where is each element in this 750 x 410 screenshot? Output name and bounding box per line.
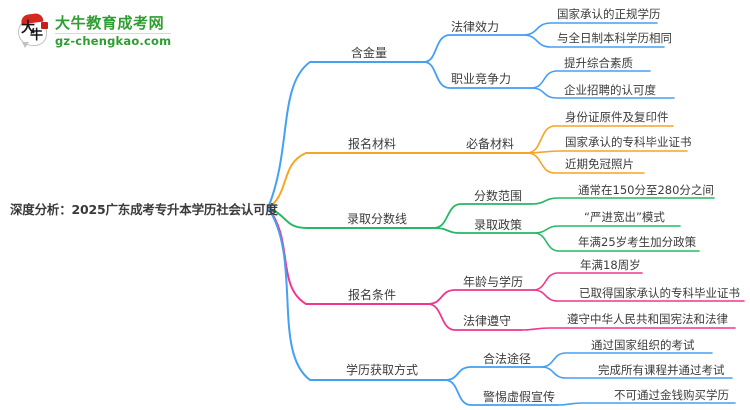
node-beware-false-ads: 警惕虚假宣传 [483,390,556,404]
leaf-improve-quality: 提升综合素质 [564,56,633,70]
node-score-range: 分数范围 [474,189,523,203]
leaf-no-money-purchase: 不可通过金钱购买学历 [614,388,729,402]
leaf-age25-bonus: 年满25岁考生加分政策 [578,235,697,249]
root-topic: 深度分析：2025广东成考专升本学历社会认可度 [10,202,278,217]
edge-leaf-150-280 [531,197,715,205]
leaf-score-150-280: 通常在150分至280分之间 [578,183,714,197]
leaf-state-recognized-degree: 国家承认的正规学历 [557,7,661,21]
edge-leaf-complete-courses [540,366,733,379]
edge-value-to-legal-validity [423,34,524,63]
edge-leaf-age25-bonus [533,232,700,252]
edge-acquisition-to-legal-channels [444,366,542,381]
node-admission-policy: 录取政策 [474,218,523,232]
edge-leaf-strict-in-easy-out [533,225,681,234]
node-age-and-education: 年龄与学历 [463,275,524,289]
site-url: gz-chengkao.com [55,33,172,48]
site-name: 大牛教育成考网 [55,14,172,34]
logo-text-block: 大牛教育成考网 gz-chengkao.com [55,14,172,48]
edge-leaf-id-card [526,125,674,154]
branch-degree-acquisition: 学历获取方式 [346,363,419,377]
edge-leaf-college-cert [526,150,688,154]
node-legal-channels: 合法途径 [483,352,532,366]
edge-leaf-has-college-diploma [532,289,745,302]
node-law-compliance: 法律遵守 [463,314,512,328]
edge-leaf-photo [526,152,645,174]
node-career-competitiveness: 职业竞争力 [451,72,512,86]
daniu-cow-bubble-icon: 大 牛 [18,12,48,48]
edge-root-to-value [267,61,425,209]
branch-registration-materials: 报名材料 [348,137,397,151]
logo-char-niu: 牛 [30,28,44,43]
leaf-strict-in-easy-out: “严进宽出”模式 [584,210,665,224]
leaf-national-exam: 通过国家组织的考试 [591,338,695,352]
leaf-id-card: 身份证原件及复印件 [565,110,669,124]
edge-score-to-policy [433,227,535,234]
edge-root-to-score-line [267,207,435,229]
leaf-college-cert: 国家承认的专科毕业证书 [565,135,692,149]
branch-registration-conditions: 报名条件 [348,288,397,302]
leaf-age-18: 年满18周岁 [580,258,641,272]
leaf-same-as-fulltime: 与全日制本科学历相同 [557,31,672,45]
branch-gold-content: 含金量 [351,46,388,60]
edge-leaf-national-exam [540,352,713,368]
edge-root-to-materials [267,152,528,209]
leaf-obey-constitution: 遵守中华人民共和国宪法和法律 [567,312,728,326]
leaf-complete-courses: 完成所有课程并通过考试 [598,363,725,377]
site-logo: 大 牛 大牛教育成考网 gz-chengkao.com [18,12,172,48]
edge-leaf-same-as-fulltime [522,34,665,48]
leaf-photo: 近期免冠照片 [565,157,634,171]
edge-leaf-improve-quality [530,70,651,89]
edge-root-to-acquisition [267,207,446,381]
branch-admission-score-line: 录取分数线 [347,212,408,226]
node-required-materials: 必备材料 [466,137,515,151]
leaf-has-college-diploma: 已取得国家承认的专科毕业证书 [579,286,740,300]
edge-score-to-range [433,203,533,229]
edge-leaf-employer-recognition [530,87,675,99]
edge-conditions-to-law [427,303,523,331]
speech-bubble-tail [22,42,29,48]
logo-char-da: 大 [21,20,35,36]
edge-leaf-obey-constitution [521,327,736,331]
node-legal-validity: 法律效力 [451,20,500,34]
edge-value-to-career [423,61,532,89]
edge-conditions-to-age-edu [427,289,534,305]
edge-leaf-no-money-purchase [557,402,736,406]
edge-acquisition-to-false-ads [444,379,559,406]
leaf-employer-recognition: 企业招聘的认可度 [564,83,656,97]
red-seal-icon [41,22,48,29]
edge-leaf-age-18 [532,272,643,291]
